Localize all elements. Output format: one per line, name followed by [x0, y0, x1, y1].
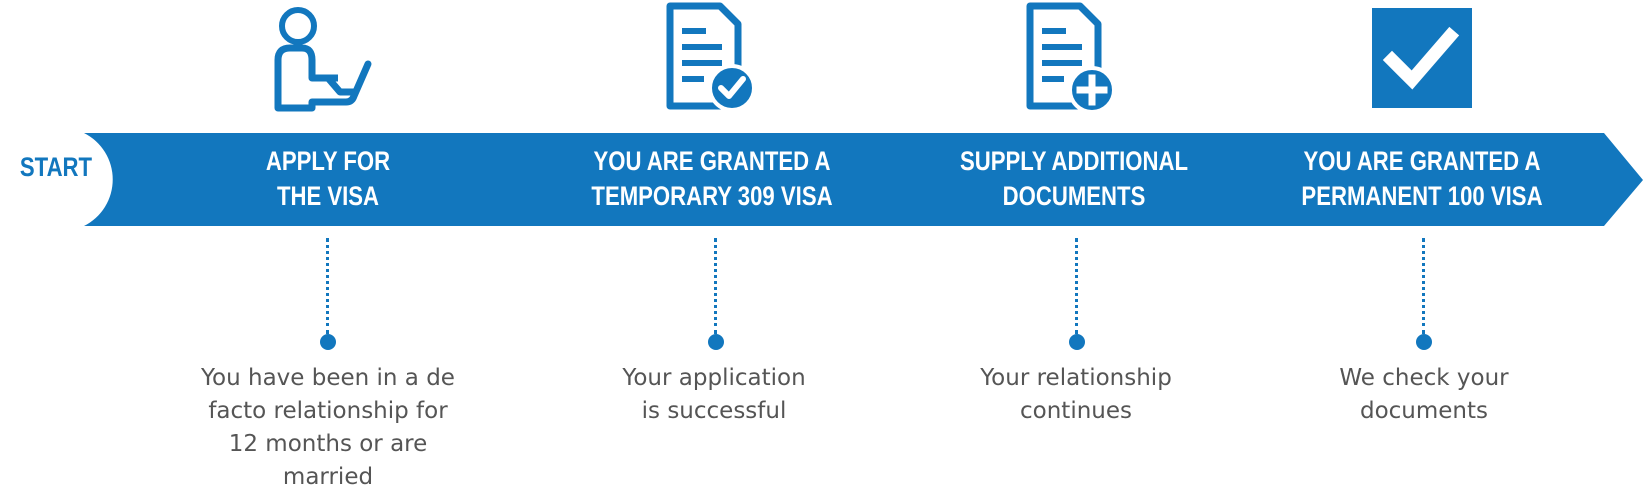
document-plus-icon: [1026, 2, 1116, 112]
step-1-connector: [326, 238, 329, 334]
step-3-description: Your relationship continues: [980, 365, 1172, 424]
step-2-connector: [714, 238, 717, 334]
step-2-dot: [708, 334, 724, 350]
step-4-dot: [1416, 334, 1432, 350]
checkbox-checked-icon: [1372, 8, 1472, 108]
step-3-connector: [1075, 238, 1078, 334]
step-1-dot: [320, 334, 336, 350]
step-1-description: You have been in a de facto relationship…: [201, 365, 455, 490]
step-4-connector: [1422, 238, 1425, 334]
arrow-band: [84, 133, 1643, 226]
step-3-dot: [1069, 334, 1085, 350]
document-check-icon: [666, 2, 756, 112]
step-2-title: YOU ARE GRANTED A TEMPORARY 309 VISA: [591, 146, 833, 211]
step-4-description: We check your documents: [1339, 365, 1509, 424]
step-2-description: Your application is successful: [622, 365, 806, 424]
step-4-title: YOU ARE GRANTED A PERMANENT 100 VISA: [1301, 146, 1543, 211]
step-1-title: APPLY FOR THE VISA: [265, 146, 391, 211]
step-3-title: SUPPLY ADDITIONAL DOCUMENTS: [959, 146, 1188, 211]
person-at-desk-icon: [274, 7, 372, 112]
start-label: START: [19, 152, 93, 182]
